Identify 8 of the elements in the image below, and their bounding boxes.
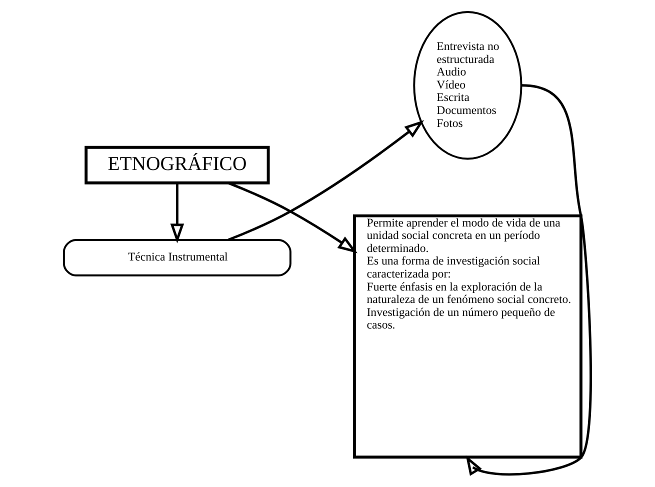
node-box: Permite aprender el modo de vida de una unidad social concreta en un período determinado. Es una forma de investigación social caracterizada por: Fuerte énfasis en la exploración de la naturaleza de un fenómeno social concreto. Investigación de un número pequeño de casos. xyxy=(352,214,582,459)
node-box: Técnica Instrumental xyxy=(62,238,292,276)
arrow xyxy=(466,84,592,476)
node-ellipse: Entrevista no estructurada Audio Vídeo Escrita Documentos Fotos xyxy=(413,11,522,160)
node-box: ETNOGRÁFICO xyxy=(84,146,270,184)
arrow xyxy=(228,120,424,242)
arrow xyxy=(228,182,358,254)
arrow xyxy=(170,182,184,244)
